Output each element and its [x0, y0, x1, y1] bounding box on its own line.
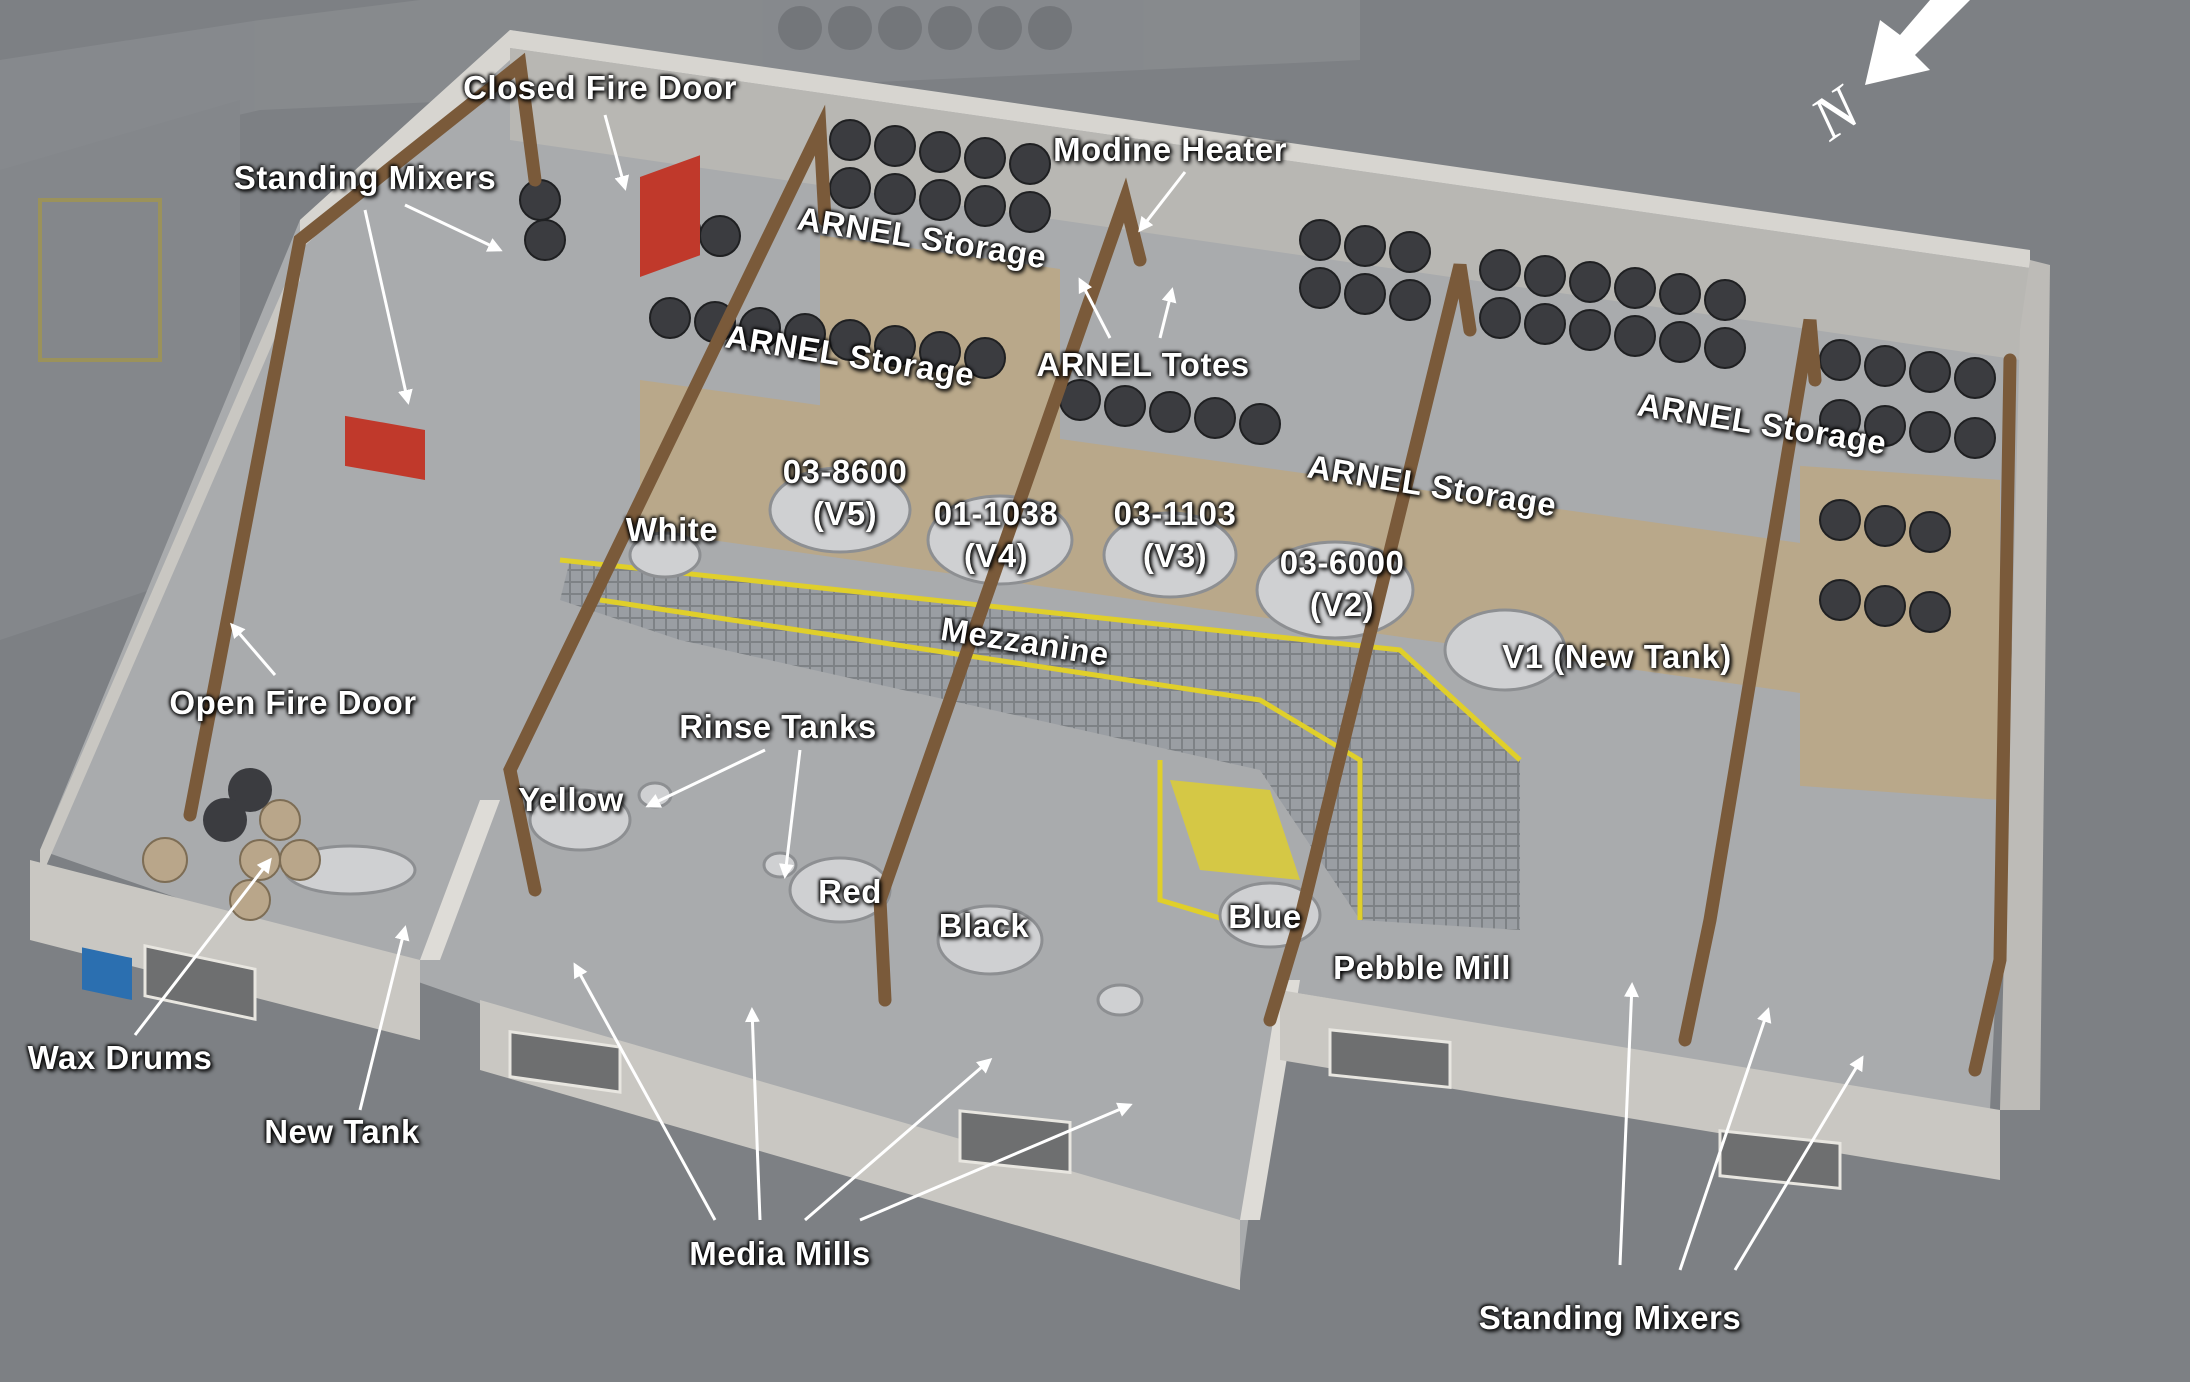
label-yellow-tank: Yellow	[518, 781, 624, 818]
roof-beams	[183, 52, 2017, 1077]
label-tank-v2: 03-6000(V2)	[1279, 544, 1405, 623]
label-v1-new-tank: V1 (New Tank)	[1502, 638, 1732, 675]
label-standing-mixers-bottom: Standing Mixers	[1478, 1299, 1742, 1336]
label-tank-v5: 03-8600(V5)	[782, 453, 908, 532]
compass-north-arrow-icon: N	[1798, 0, 1970, 154]
label-modine-heater: Modine Heater	[1053, 131, 1287, 168]
label-red-tank: Red	[818, 873, 882, 910]
label-tank-v3: 03-1103(V3)	[1113, 495, 1237, 574]
label-tank-v4: 01-1038(V4)	[933, 495, 1059, 574]
label-arnel-totes: ARNEL Totes	[1036, 346, 1250, 383]
label-standing-mixers-top: Standing Mixers	[233, 159, 497, 196]
compass-letter: N	[1798, 72, 1875, 154]
label-wax-drums: Wax Drums	[27, 1039, 213, 1076]
label-open-fire-door: Open Fire Door	[169, 684, 417, 721]
label-black-tank: Black	[938, 907, 1030, 944]
label-new-tank: New Tank	[264, 1113, 420, 1150]
red-mixers	[345, 155, 700, 480]
leader-arrows	[133, 114, 1864, 1271]
mezzanine-platform	[559, 557, 1522, 933]
label-pebble-mill: Pebble Mill	[1333, 949, 1511, 986]
label-media-mills: Media Mills	[689, 1235, 871, 1272]
label-closed-fire-door: Closed Fire Door	[463, 69, 737, 106]
label-white-tank: White	[625, 511, 719, 548]
label-rinse-tanks: Rinse Tanks	[679, 708, 877, 745]
label-blue-tank: Blue	[1228, 898, 1302, 935]
